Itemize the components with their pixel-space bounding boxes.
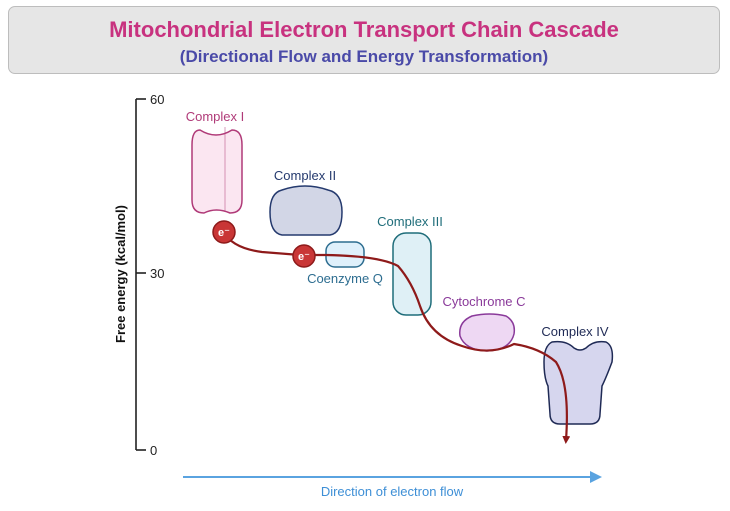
diagram-subtitle: (Directional Flow and Energy Transformat…: [179, 47, 549, 66]
coenzyme-q-label: Coenzyme Q: [307, 271, 383, 286]
y-tick-label-0: 0: [150, 443, 157, 458]
y-tick-label-30: 30: [150, 266, 164, 281]
coenzyme-q: Coenzyme Q: [307, 241, 383, 286]
cytochrome-c: Cytochrome C: [442, 294, 526, 352]
flow-arrow: Direction of electron flow: [183, 471, 602, 499]
complex-1-shape: [191, 129, 243, 214]
complex-3-label: Complex III: [377, 214, 443, 229]
complex-2-label: Complex II: [274, 168, 336, 183]
electron-2-circle: [292, 244, 316, 268]
complex-1: Complex I: [186, 109, 245, 214]
electron-2: e⁻: [292, 244, 316, 268]
y-axis-label: Free energy (kcal/mol): [113, 205, 128, 343]
cytochrome-c-shape: [459, 313, 516, 352]
diagram-title: Mitochondrial Electron Transport Chain C…: [109, 17, 619, 42]
complex-3: Complex III: [377, 214, 443, 316]
electron-1: e⁻: [212, 220, 236, 244]
complex-1-label: Complex I: [186, 109, 245, 124]
electron-1-circle: [212, 220, 236, 244]
complex-2: Complex II: [269, 168, 343, 236]
cytochrome-c-label: Cytochrome C: [442, 294, 525, 309]
complex-4-shape: [543, 340, 614, 425]
electron-1-label: e⁻: [218, 227, 230, 239]
complex-3-shape: [392, 232, 432, 316]
electron-2-label: e⁻: [298, 251, 310, 263]
complex-4-label: Complex IV: [541, 324, 609, 339]
electron-path: [223, 231, 571, 444]
complex-2-shape: [269, 185, 343, 236]
y-tick-label-60: 60: [150, 92, 164, 107]
flow-arrow-label: Direction of electron flow: [321, 484, 464, 499]
title-banner: Mitochondrial Electron Transport Chain C…: [8, 6, 720, 74]
complex-4: Complex IV: [541, 324, 614, 425]
y-axis: 60 30 0 Free energy (kcal/mol): [113, 92, 164, 458]
